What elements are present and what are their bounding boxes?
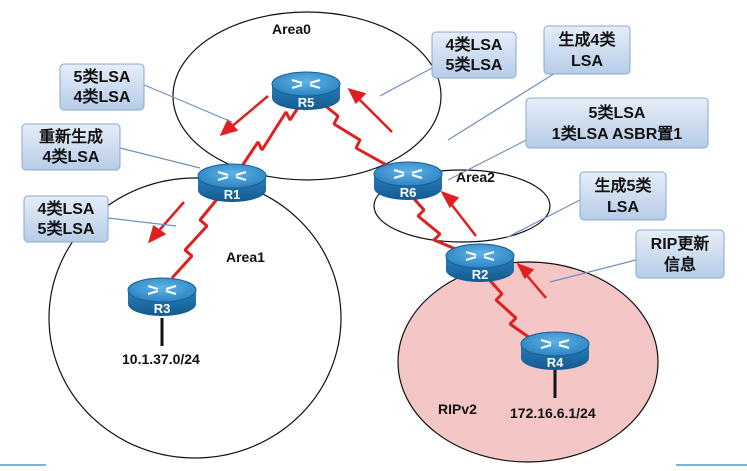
callout-line: RIP更新 xyxy=(651,234,710,253)
router-r6[interactable]: R6 xyxy=(373,161,443,200)
router-arrows-icon xyxy=(465,251,495,261)
callout-line: 4类LSA xyxy=(43,147,100,166)
router-label-r2: R2 xyxy=(472,267,489,282)
r3-network-label: 10.1.37.0/24 xyxy=(122,351,200,367)
router-arrows-icon xyxy=(291,79,321,89)
arrow-r1-to-r3-head xyxy=(148,224,167,244)
callout-line: 5类LSA xyxy=(589,103,646,122)
router-arrows-icon xyxy=(147,285,177,295)
footer-line-right xyxy=(676,464,747,466)
callout-line: LSA xyxy=(607,199,639,216)
callout-gen4: 生成4类 LSA xyxy=(543,25,631,75)
arrow-r4-to-r2-head xyxy=(516,262,535,280)
link-r5-r6 xyxy=(317,98,393,170)
router-label-r1: R1 xyxy=(224,187,241,202)
arrow-r4-to-r2 xyxy=(523,271,547,299)
callout-r5-right: 4类LSA 5类LSA xyxy=(431,31,517,79)
router-label-r4: R4 xyxy=(547,355,564,370)
link-r1-r3 xyxy=(170,197,220,280)
link-r1-r5 xyxy=(236,99,305,173)
area1-ellipse xyxy=(48,177,342,459)
area2-label: Area2 xyxy=(456,169,495,185)
callout-line: 5类LSA xyxy=(446,55,503,74)
router-label-r5: R5 xyxy=(298,95,315,110)
callout-regen: 重新生成 4类LSA xyxy=(21,123,121,171)
callout-line: 生成4类 xyxy=(559,30,617,49)
callout-line: 1类LSA ASBR置1 xyxy=(552,124,682,143)
callout-line: 信息 xyxy=(664,255,696,274)
callout-line: 5类LSA xyxy=(38,219,95,238)
arrow-r5-to-r1-head xyxy=(219,118,239,136)
callout-pointers xyxy=(107,67,637,283)
arrow-r6-to-r5-head xyxy=(347,88,367,105)
router-label-r6: R6 xyxy=(400,185,417,200)
callout-line: 4类LSA xyxy=(446,35,503,54)
router-label-r3: R3 xyxy=(154,301,171,316)
callout-line: 5类LSA xyxy=(74,67,131,86)
arrow-r1-to-r3 xyxy=(155,201,185,235)
callout-r5-left: 5类LSA 4类LSA xyxy=(59,63,145,111)
callout-r6: 5类LSA 1类LSA ASBR置1 xyxy=(525,97,709,149)
callout-line: 4类LSA xyxy=(38,199,95,218)
arrow-r6-to-r5 xyxy=(355,95,393,133)
lsa-arrows xyxy=(148,88,547,299)
router-arrows-icon xyxy=(393,169,423,179)
area0-label: Area0 xyxy=(272,21,311,37)
ripv2-label: RIPv2 xyxy=(438,401,477,417)
router-arrows-icon xyxy=(540,339,570,349)
link-r2-r4 xyxy=(484,275,531,340)
router-r5[interactable]: R5 xyxy=(271,71,341,110)
arrow-r2-to-r6-head xyxy=(440,190,460,209)
callout-area1: 4类LSA 5类LSA xyxy=(23,195,109,243)
callout-line: 4类LSA xyxy=(74,87,131,106)
router-r2[interactable]: R2 xyxy=(445,243,515,282)
r4-network-label: 172.16.6.1/24 xyxy=(510,405,596,421)
callout-line: 重新生成 xyxy=(39,127,103,146)
links xyxy=(170,98,531,340)
callout-gen5: 生成5类 LSA xyxy=(579,171,667,221)
router-r4[interactable]: R4 xyxy=(520,331,590,370)
arrow-r2-to-r6 xyxy=(447,199,477,237)
callout-line: LSA xyxy=(571,53,603,70)
link-r6-r2 xyxy=(406,191,459,252)
router-r3[interactable]: R3 xyxy=(127,277,197,316)
footer-line-left xyxy=(0,464,46,466)
callout-line: 生成5类 xyxy=(595,176,653,195)
arrow-r5-to-r1 xyxy=(229,95,269,129)
router-r1[interactable]: R1 xyxy=(197,163,267,202)
callout-rip: RIP更新 信息 xyxy=(635,229,725,279)
area1-label: Area1 xyxy=(226,249,265,265)
router-arrows-icon xyxy=(217,171,247,181)
